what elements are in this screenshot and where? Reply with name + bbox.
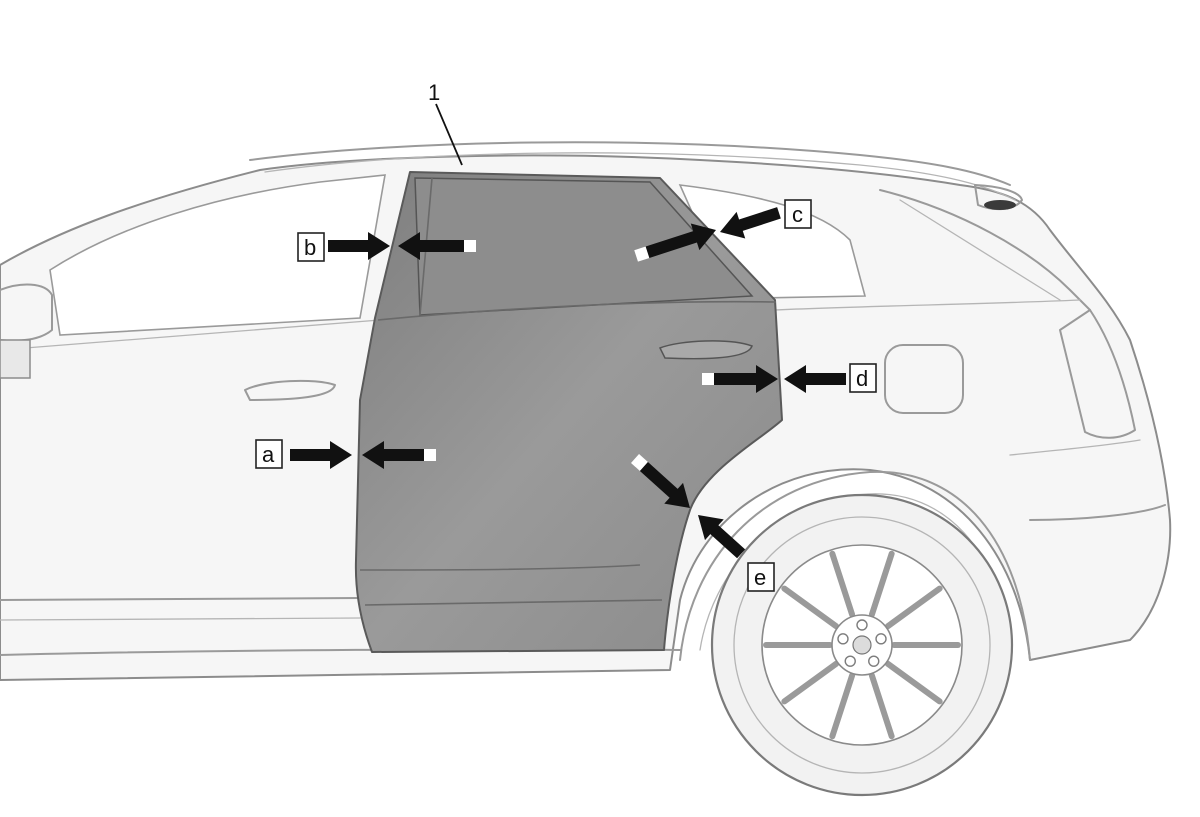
wheel-spoke bbox=[781, 585, 840, 630]
callout-a: a bbox=[255, 439, 283, 469]
wheel-spoke bbox=[884, 585, 943, 630]
wheel-spoke bbox=[868, 672, 895, 740]
callout-c: c bbox=[784, 199, 812, 229]
rear-door bbox=[354, 171, 783, 653]
callout-label-1: 1 bbox=[428, 80, 440, 105]
wheel-spoke bbox=[868, 550, 895, 618]
wheel-spoke bbox=[829, 672, 856, 740]
leader-line-1 bbox=[435, 103, 463, 166]
callout-label-b: b bbox=[304, 235, 316, 260]
wheel-spoke bbox=[884, 660, 943, 705]
lug-nut bbox=[875, 633, 887, 645]
callout-e: e bbox=[747, 562, 775, 592]
lug-nut bbox=[844, 655, 856, 667]
arrow-d-left bbox=[784, 365, 846, 393]
arrow-a-left bbox=[362, 441, 436, 469]
lug-nut bbox=[856, 619, 868, 631]
callout-label-e: e bbox=[754, 565, 766, 590]
arrow-e-down-right bbox=[630, 454, 690, 508]
callout-label-d: d bbox=[856, 366, 868, 391]
lug-nut bbox=[837, 633, 849, 645]
wheel-spoke bbox=[829, 550, 856, 618]
arrow-c-down-left bbox=[720, 207, 781, 239]
measurement-arrows bbox=[290, 207, 846, 559]
arrow-b-right bbox=[328, 232, 390, 260]
callout-label-a: a bbox=[262, 442, 275, 467]
arrow-a-right bbox=[290, 441, 352, 469]
wheel-spoke bbox=[781, 660, 840, 705]
arrow-d-right bbox=[702, 365, 778, 393]
callout-b: b bbox=[297, 232, 325, 262]
arrow-e-up-left bbox=[698, 515, 746, 559]
callout-d: d bbox=[849, 363, 877, 393]
arrow-c-up-right bbox=[634, 223, 716, 262]
rear-wheel bbox=[710, 493, 1014, 797]
arrow-b-left bbox=[398, 232, 476, 260]
callout-label-c: c bbox=[792, 202, 803, 227]
lug-nut bbox=[868, 655, 880, 667]
